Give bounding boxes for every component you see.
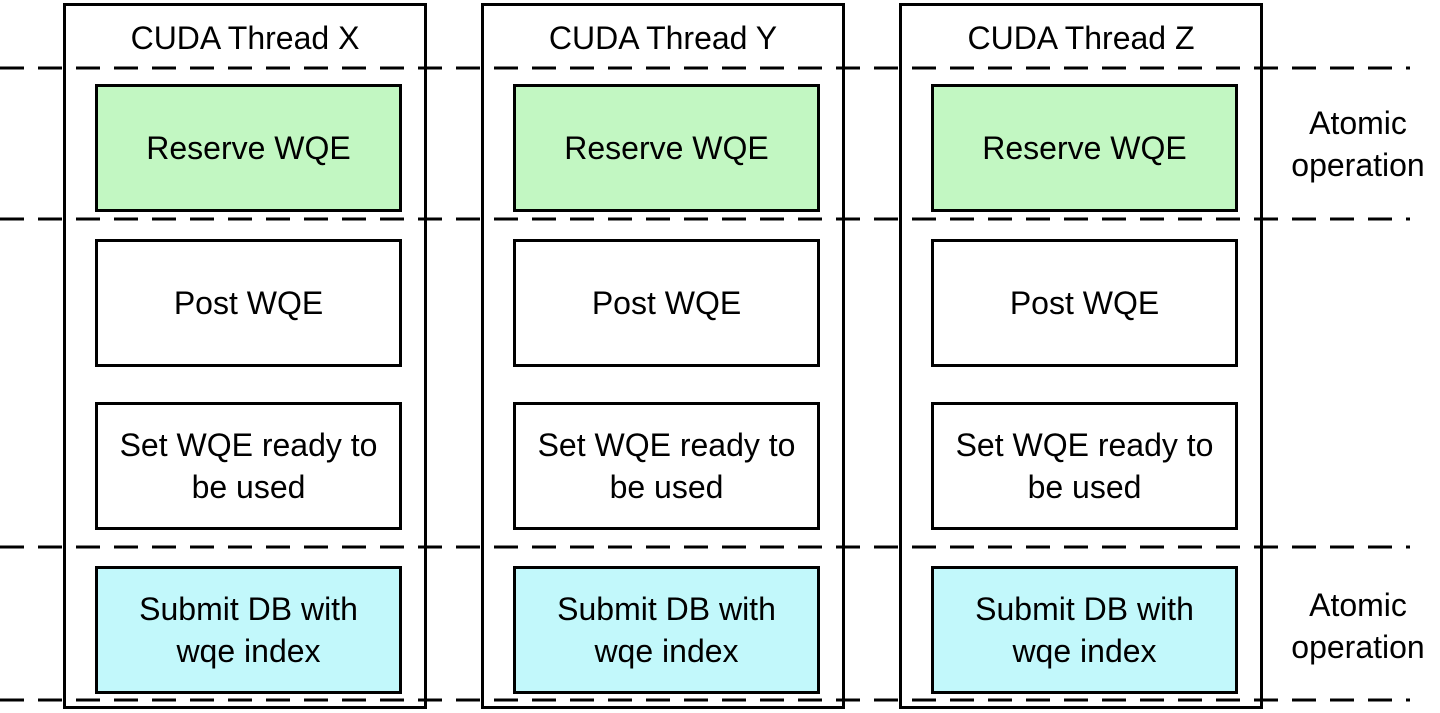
atomic-operation-label-bottom: Atomic operation	[1278, 584, 1438, 668]
step-label: Post WQE	[173, 285, 324, 321]
step-label: Reserve WQE	[146, 130, 351, 166]
annotation-line1: Atomic	[1309, 587, 1407, 623]
step-label-line2: be used	[191, 469, 306, 505]
step-label-line1: Submit DB with	[975, 591, 1194, 627]
thread-title: CUDA Thread Z	[967, 20, 1195, 56]
post-wqe-box: Post WQE	[95, 239, 402, 367]
set-wqe-ready-box: Set WQE ready to be used	[95, 402, 402, 530]
thread-column-x: CUDA Thread X Reserve WQE Post WQE Set W…	[63, 3, 427, 709]
reserve-wqe-box: Reserve WQE	[95, 84, 402, 212]
step-label: Reserve WQE	[564, 130, 769, 166]
annotation-line2: operation	[1291, 629, 1425, 665]
reserve-wqe-box: Reserve WQE	[513, 84, 820, 212]
thread-column-y: CUDA Thread Y Reserve WQE Post WQE Set W…	[481, 3, 845, 709]
step-label-line2: be used	[1027, 469, 1142, 505]
step-label-line1: Submit DB with	[557, 591, 776, 627]
step-label-line2: wqe index	[1012, 633, 1157, 669]
annotation-line1: Atomic	[1309, 105, 1407, 141]
step-label-line1: Set WQE ready to	[537, 427, 796, 463]
step-label-line2: be used	[609, 469, 724, 505]
step-label-line1: Set WQE ready to	[119, 427, 378, 463]
step-label-line2: wqe index	[176, 633, 321, 669]
set-wqe-ready-box: Set WQE ready to be used	[513, 402, 820, 530]
step-label-line1: Set WQE ready to	[955, 427, 1214, 463]
post-wqe-box: Post WQE	[513, 239, 820, 367]
submit-db-box: Submit DB with wqe index	[513, 566, 820, 694]
step-label-line2: wqe index	[594, 633, 739, 669]
annotation-line2: operation	[1291, 147, 1425, 183]
thread-title: CUDA Thread X	[130, 20, 360, 56]
step-label: Post WQE	[591, 285, 742, 321]
submit-db-box: Submit DB with wqe index	[95, 566, 402, 694]
submit-db-box: Submit DB with wqe index	[931, 566, 1238, 694]
reserve-wqe-box: Reserve WQE	[931, 84, 1238, 212]
post-wqe-box: Post WQE	[931, 239, 1238, 367]
step-label: Reserve WQE	[982, 130, 1187, 166]
step-label-line1: Submit DB with	[139, 591, 358, 627]
thread-title: CUDA Thread Y	[548, 20, 778, 56]
set-wqe-ready-box: Set WQE ready to be used	[931, 402, 1238, 530]
thread-column-z: CUDA Thread Z Reserve WQE Post WQE Set W…	[899, 3, 1263, 709]
atomic-operation-label-top: Atomic operation	[1278, 102, 1438, 186]
step-label: Post WQE	[1009, 285, 1160, 321]
